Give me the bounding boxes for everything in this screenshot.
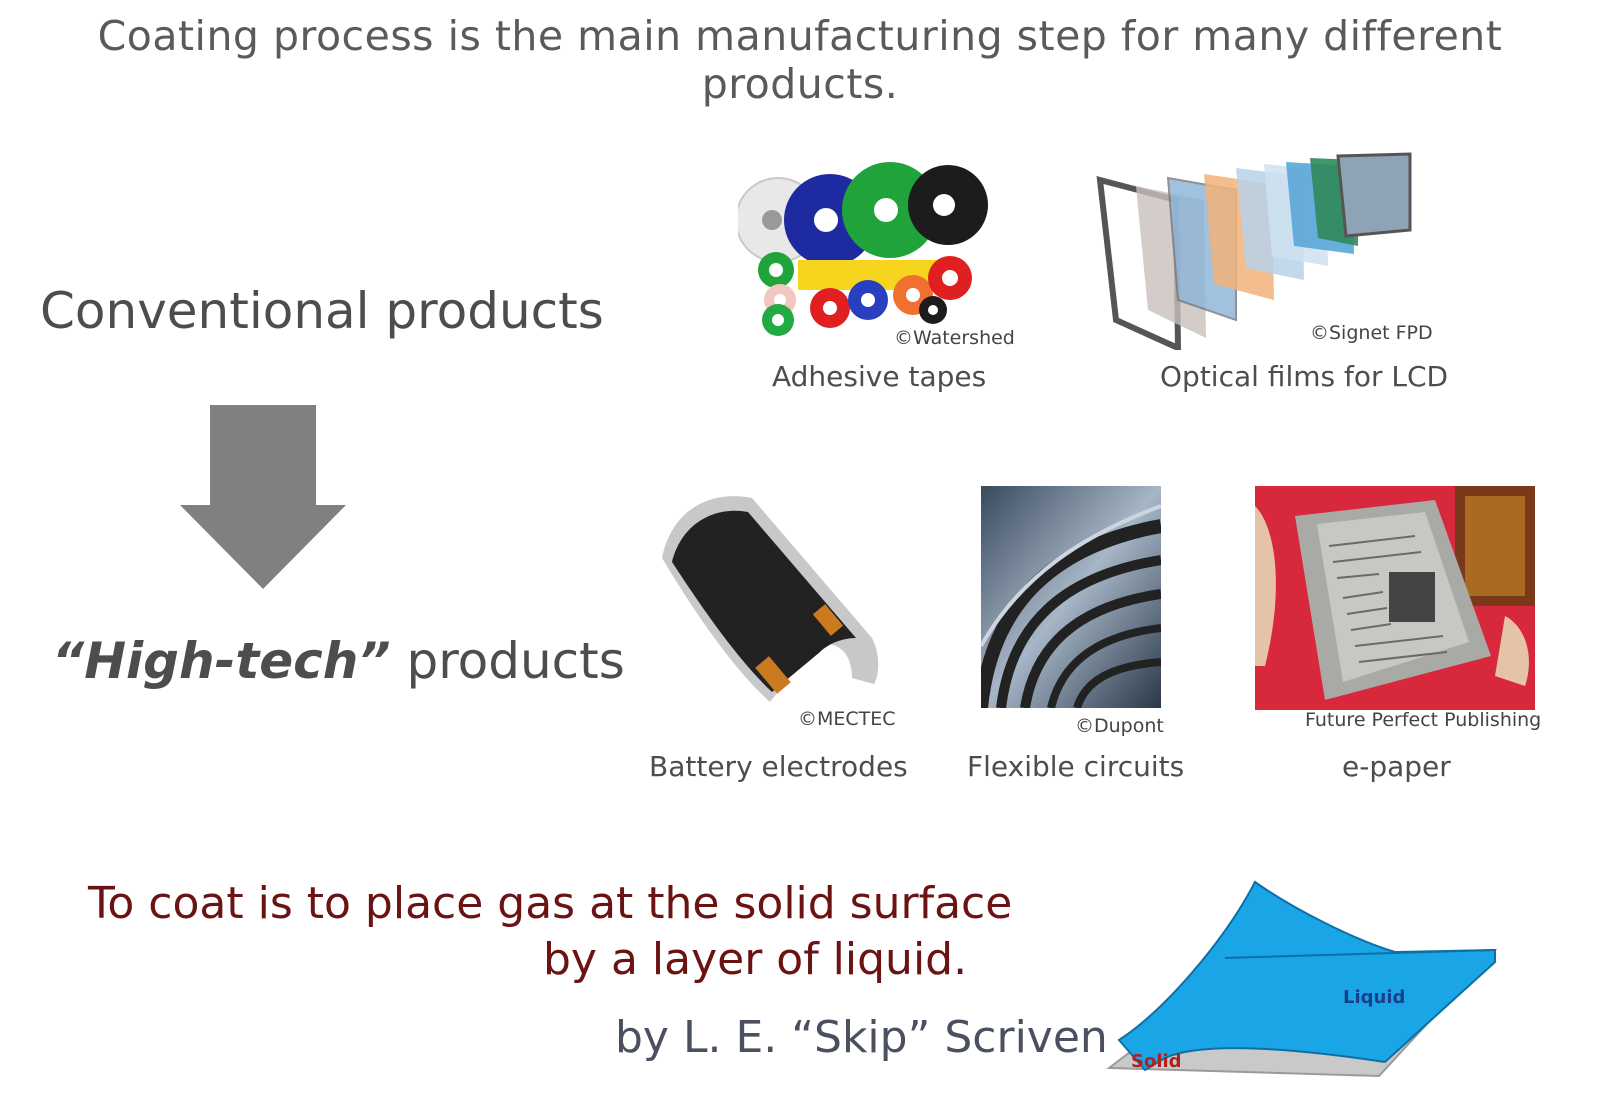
- epaper-caption: e-paper: [1342, 750, 1451, 783]
- epaper-credit: Future Perfect Publishing: [1305, 709, 1542, 731]
- hightech-rest: products: [390, 632, 625, 690]
- quote-line-2: by a layer of liquid.: [543, 934, 968, 985]
- solid-label: Solid: [1131, 1051, 1182, 1072]
- tapes-credit: ©Watershed: [894, 327, 1015, 349]
- flexible-circuits-image: [981, 486, 1161, 708]
- hightech-products-label: “High-tech” products: [52, 632, 625, 690]
- quote-line-1: To coat is to place gas at the solid sur…: [88, 878, 1013, 929]
- liquid-label: Liquid: [1343, 987, 1405, 1008]
- conventional-products-label: Conventional products: [40, 282, 604, 340]
- battery-electrode-image: [662, 496, 879, 702]
- slide-title: Coating process is the main manufacturin…: [97, 12, 1503, 108]
- down-arrow-icon: [180, 405, 346, 589]
- battery-credit: ©MECTEC: [798, 708, 896, 730]
- coating-diagram: Liquid Solid: [1106, 880, 1498, 1078]
- battery-caption: Battery electrodes: [649, 750, 908, 783]
- quote-author: by L. E. “Skip” Scriven: [615, 1012, 1108, 1063]
- tapes-caption: Adhesive tapes: [772, 360, 987, 393]
- circuits-credit: ©Dupont: [1075, 715, 1164, 737]
- hightech-quoted: “High-tech”: [52, 632, 391, 690]
- optical-films-image: [1096, 152, 1412, 350]
- optical-credit: ©Signet FPD: [1310, 322, 1433, 344]
- optical-caption: Optical films for LCD: [1160, 360, 1449, 393]
- adhesive-tapes-image: [738, 162, 988, 336]
- circuits-caption: Flexible circuits: [967, 750, 1185, 783]
- epaper-image: [1255, 486, 1535, 710]
